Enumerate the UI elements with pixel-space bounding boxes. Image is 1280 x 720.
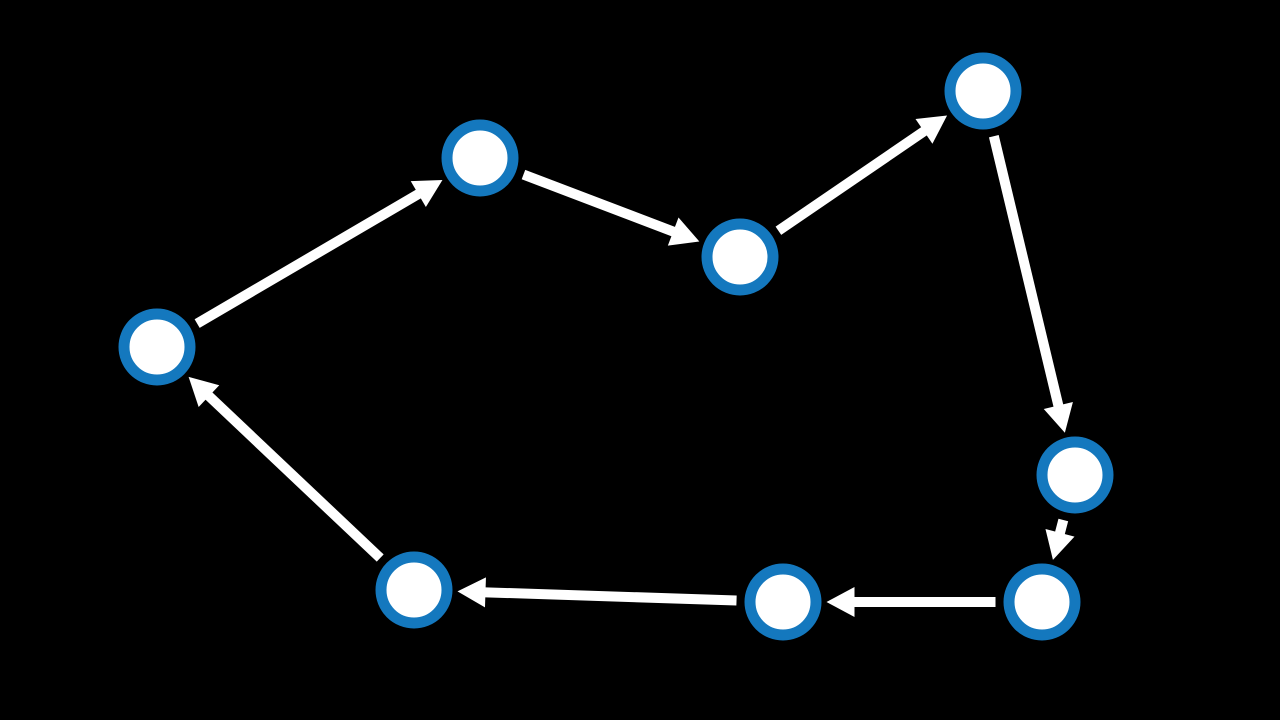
- edge-arrowhead-icon: [1043, 401, 1073, 433]
- edge-arrowhead-icon: [826, 587, 855, 617]
- edge-line-n2-n3: [521, 169, 686, 241]
- graph-node-n3: [701, 218, 779, 296]
- edge-line-n8-n1: [197, 384, 384, 562]
- edge-arrowhead-icon: [457, 577, 486, 608]
- edge-line-n4-n5: [988, 135, 1066, 418]
- graph-node-n8: [375, 551, 453, 629]
- graph-node-n2: [441, 119, 519, 197]
- edge-line-n1-n2: [194, 184, 431, 328]
- graph-node-n4: [944, 52, 1022, 130]
- edge-arrowhead-icon: [667, 217, 700, 246]
- edge-arrowhead-icon: [410, 179, 443, 208]
- edge-arrowhead-icon: [915, 115, 948, 144]
- edge-arrowhead-icon: [1045, 529, 1075, 560]
- graph-node-n1: [118, 308, 196, 386]
- graph-node-n7: [744, 563, 822, 641]
- edge-line-n7-n8: [474, 586, 737, 606]
- graph-node-n6: [1003, 563, 1081, 641]
- edge-arrowhead-icon: [188, 376, 220, 408]
- graph-node-n5: [1036, 436, 1114, 514]
- edges-layer: [188, 115, 1075, 617]
- nodes-layer: [118, 52, 1114, 641]
- edge-line-n3-n4: [775, 120, 937, 235]
